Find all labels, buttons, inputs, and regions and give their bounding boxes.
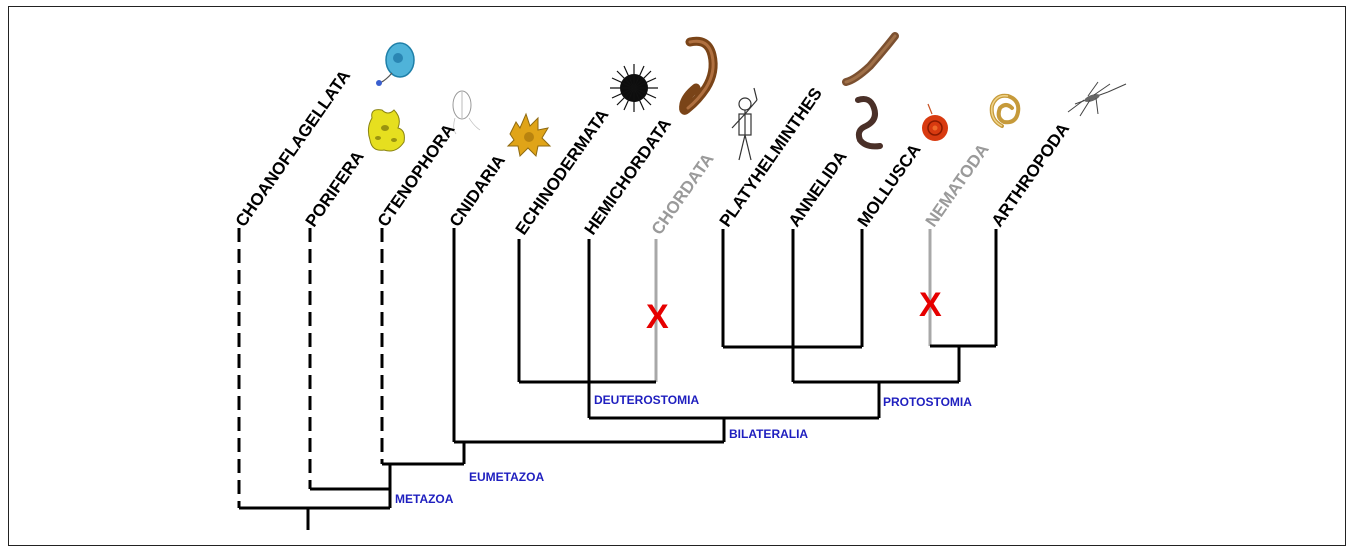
comb-jelly-icon [453,91,480,134]
earthworm-icon [858,99,880,146]
taxon-label-mollusca: MOLLUSCA [854,140,925,230]
taxon-label-porifera: PORIFERA [302,147,368,230]
taxon-label-cnidaria: CNIDARIA [446,151,509,230]
clade-label-metazoa: METAZOA [395,492,454,506]
loss-marker-nematoda: X [919,286,942,324]
phylogenetic-tree: DEUTEROSTOMIA PROTOSTOMIA BILATERALIA EU… [0,0,1354,530]
tip-branches [239,228,996,508]
mosquito-icon [1068,82,1126,116]
clade-label-deuterostomia: DEUTEROSTOMIA [594,393,699,407]
loss-marker-chordata: X [646,298,669,336]
flatworm-icon [846,36,895,82]
taxon-label-choanoflagellata: CHOANOFLAGELLATA [232,67,354,231]
sponge-icon [368,110,404,151]
sea-urchin-icon [610,64,658,112]
coral-icon [508,114,550,156]
clade-label-protostomia: PROTOSTOMIA [883,395,972,409]
taxon-label-nematoda: NEMATODA [922,140,993,230]
internal-branches [239,346,996,530]
taxon-label-chordata: CHORDATA [648,150,718,239]
roundworm-icon [992,96,1019,126]
acorn-worm-icon [684,41,714,110]
taxon-labels: CHOANOFLAGELLATA PORIFERA CTENOPHORA CNI… [232,67,1073,239]
taxon-label-annelida: ANNELIDA [785,147,851,230]
snail-icon [922,104,948,141]
clade-label-bilateralia: BILATERALIA [729,427,808,441]
clade-label-eumetazoa: EUMETAZOA [469,470,544,484]
choanoflagellate-icon [376,43,414,86]
human-icon [732,88,757,160]
taxon-label-arthropoda: ARTHROPODA [988,120,1073,231]
